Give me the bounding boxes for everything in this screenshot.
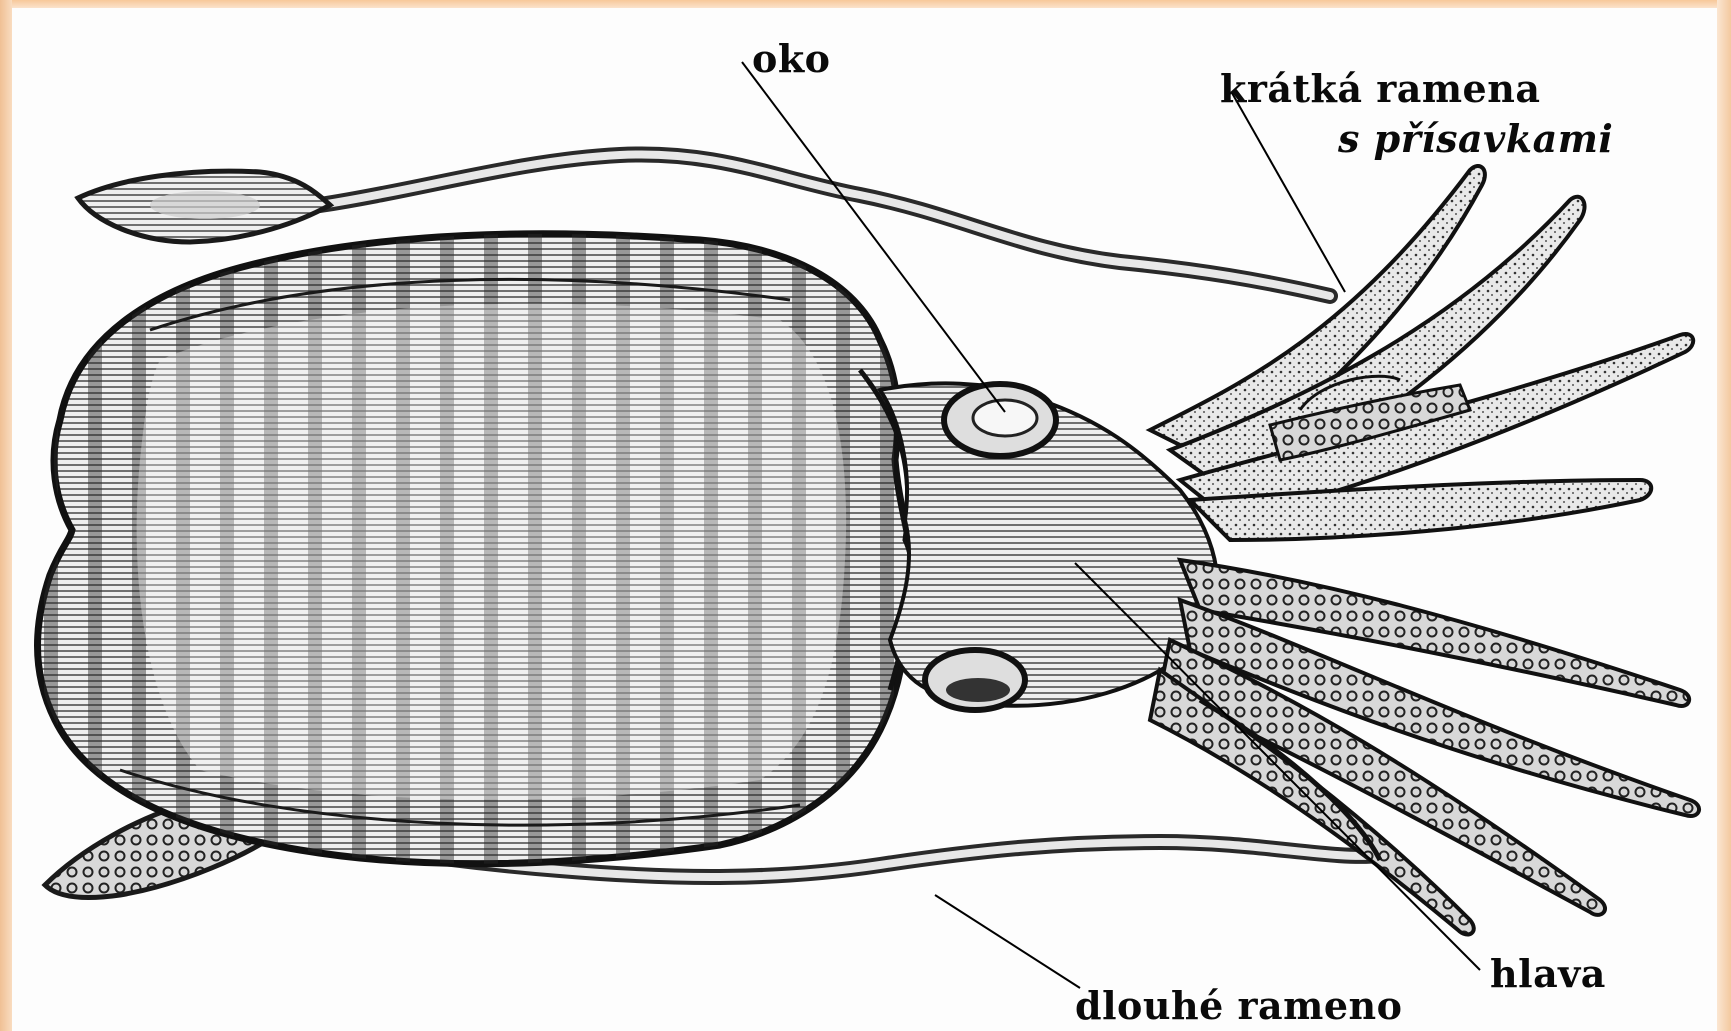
label-short-arms-line1: krátká ramena [1220, 70, 1540, 108]
mantle [38, 234, 913, 864]
lower-arms [1150, 560, 1699, 935]
label-long-arm: dlouhé rameno [1075, 987, 1403, 1025]
short-arms [1150, 166, 1693, 540]
leader-line-kratka-ramena [1232, 93, 1345, 292]
leader-line-dlouhe-rameno [935, 895, 1080, 988]
label-eye: oko [752, 40, 831, 78]
label-head: hlava [1490, 955, 1606, 993]
label-short-arms-line2: s přísavkami [1338, 120, 1613, 158]
